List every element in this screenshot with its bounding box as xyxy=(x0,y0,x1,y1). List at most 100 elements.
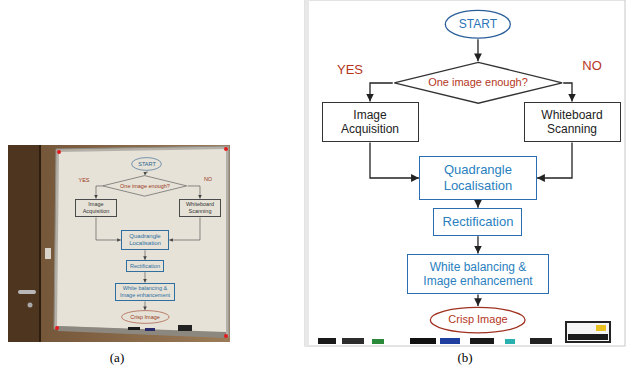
node-text: Whiteboard Scanning xyxy=(183,201,217,214)
ellipse-shape xyxy=(445,10,510,38)
node-text-group: White balancing & Image enhancement xyxy=(119,285,171,298)
node-text: START xyxy=(459,17,497,31)
connector xyxy=(145,171,147,175)
marker xyxy=(505,339,515,344)
node-text: Crisp Image xyxy=(130,314,160,321)
process-box: White balancing & Image enhancement xyxy=(407,254,549,295)
marker xyxy=(470,338,494,344)
connector xyxy=(144,250,145,260)
connector xyxy=(96,186,102,199)
eraser-band xyxy=(568,334,608,340)
panel-label: (b) xyxy=(457,351,472,365)
marker xyxy=(440,338,460,344)
light-switch xyxy=(45,248,51,259)
decision-diamond: One image enough? xyxy=(102,175,187,197)
connector xyxy=(370,83,393,102)
node-text-group: Quadrangle Localisation xyxy=(125,233,165,247)
whiteboard-rectified xyxy=(305,0,625,346)
corner-dot xyxy=(224,334,228,338)
panel-label: (a) xyxy=(110,351,124,365)
connector xyxy=(144,272,145,283)
node-text-group: Whiteboard Scanning xyxy=(183,201,217,214)
node-text-group: Whiteboard Scanning xyxy=(532,108,612,137)
door-handle xyxy=(18,290,36,294)
branch-label: YES xyxy=(78,177,89,183)
corner-dot xyxy=(224,147,228,151)
diamond-shape xyxy=(103,176,187,197)
end-terminal: Crisp Image xyxy=(121,310,170,324)
process-box: Whiteboard Scanning xyxy=(524,102,621,143)
connector xyxy=(169,217,200,240)
node-text-group: Image Acquisition xyxy=(79,201,113,214)
connector xyxy=(144,301,145,310)
start-terminal: START xyxy=(131,157,162,171)
board-shadow xyxy=(305,0,309,346)
node-text: Image Acquisition xyxy=(79,201,113,214)
end-terminal: Crisp Image xyxy=(429,306,526,334)
marker-tray xyxy=(58,326,226,338)
marker xyxy=(318,338,336,344)
door-frame xyxy=(39,145,41,342)
connector xyxy=(477,236,478,253)
eraser xyxy=(566,322,610,342)
decision-diamond: One image enough? xyxy=(393,61,564,105)
branch-label: NO xyxy=(582,59,602,73)
node-text-group: Rectification xyxy=(443,214,514,230)
ellipse-shape xyxy=(431,307,526,333)
process-box: Quadrangle Localisation xyxy=(121,230,169,250)
connector xyxy=(537,142,572,178)
connector xyxy=(370,142,419,178)
eraser xyxy=(178,325,192,331)
process-box: Quadrangle Localisation xyxy=(419,156,537,200)
node-text-group: Quadrangle Localisation xyxy=(428,162,528,193)
ellipse-shape xyxy=(121,311,168,324)
node-text: White balancing & Image enhancement xyxy=(416,260,541,289)
whiteboard-surface xyxy=(57,149,226,333)
branch-label: NO xyxy=(204,176,212,182)
node-text-group: One image enough? xyxy=(120,183,170,190)
node-text-group: START xyxy=(138,161,156,168)
node-text: One image enough? xyxy=(120,183,170,190)
node-text: Rectification xyxy=(443,214,514,230)
whiteboard-frame xyxy=(54,146,229,337)
node-text-group: Image Acquisition xyxy=(330,108,410,137)
connector xyxy=(96,217,121,240)
door xyxy=(8,145,40,342)
ellipse-shape xyxy=(132,158,162,171)
node-text: Quadrangle Localisation xyxy=(428,162,528,193)
corner-dot xyxy=(55,326,59,330)
node-text: Whiteboard Scanning xyxy=(532,108,612,137)
node-text-group: START xyxy=(459,17,497,31)
marker xyxy=(145,328,155,331)
node-text-group: Crisp Image xyxy=(130,314,160,321)
node-text-group: One image enough? xyxy=(428,76,528,89)
node-text-group: White balancing & Image enhancement xyxy=(416,260,541,289)
process-box: Rectification xyxy=(433,208,522,237)
marker xyxy=(342,338,364,344)
branch-label: YES xyxy=(337,63,363,77)
process-box: Whiteboard Scanning xyxy=(179,199,221,218)
node-text: Rectification xyxy=(130,263,160,270)
node-text: Crisp Image xyxy=(448,313,507,326)
process-box: Rectification xyxy=(126,260,164,272)
process-box: Image Acquisition xyxy=(322,102,419,143)
node-text: One image enough? xyxy=(428,76,528,89)
eraser-tag xyxy=(596,325,606,331)
connector xyxy=(477,294,478,305)
marker xyxy=(410,338,436,344)
marker xyxy=(372,339,384,344)
marker xyxy=(530,338,552,344)
connector xyxy=(477,39,478,61)
corner-dot xyxy=(57,150,61,154)
process-box: White balancing & Image enhancement xyxy=(115,283,175,302)
node-text: START xyxy=(138,161,156,168)
marker xyxy=(128,327,140,330)
start-terminal: START xyxy=(444,9,512,39)
node-text-group: Crisp Image xyxy=(448,313,507,326)
node-text-group: Rectification xyxy=(130,263,160,270)
diamond-shape xyxy=(394,63,562,104)
connector xyxy=(188,186,200,199)
wall xyxy=(8,145,230,342)
